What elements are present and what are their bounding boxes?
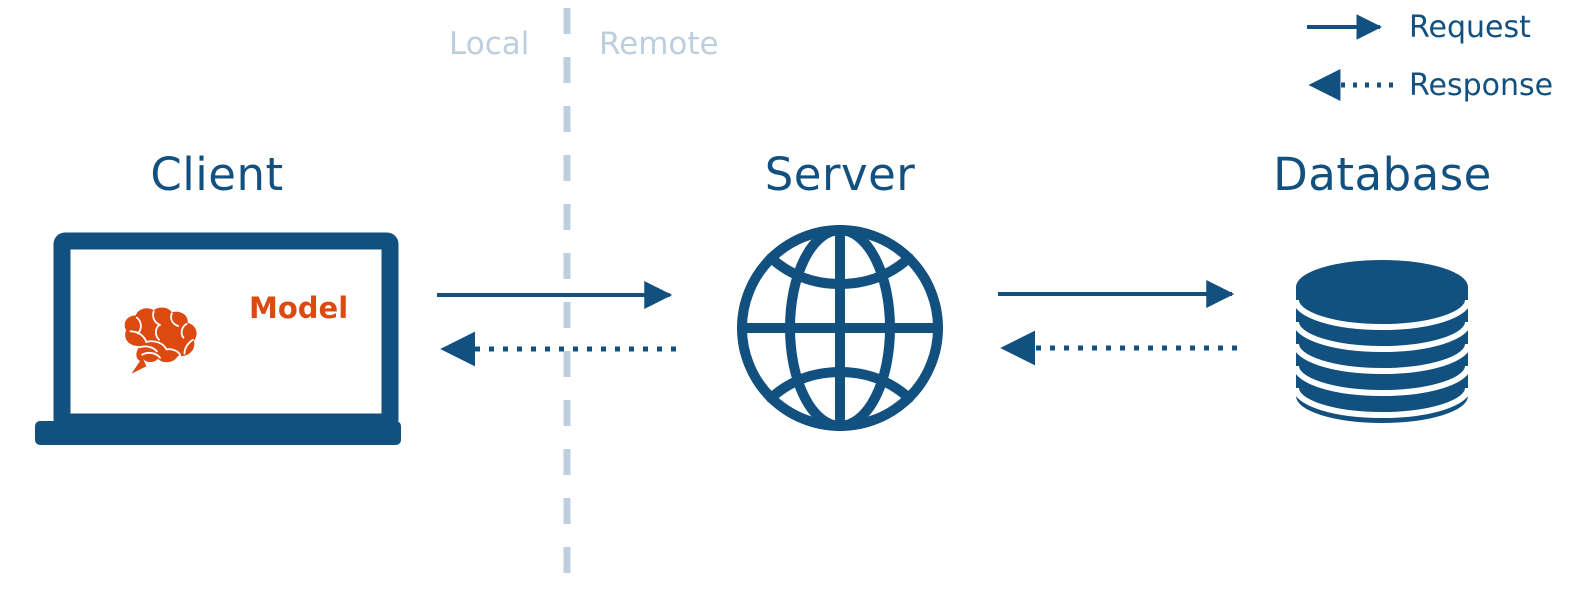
legend-label-request: Request [1409, 10, 1531, 45]
zone-label-remote: Remote [599, 26, 719, 62]
node-title-client: Client [150, 148, 284, 201]
node-title-database: Database [1273, 148, 1492, 201]
globe-icon [737, 225, 943, 431]
zone-label-local: Local [449, 26, 530, 62]
legend-label-response: Response [1409, 68, 1554, 103]
database-cylinder-icon [1296, 260, 1468, 423]
brain-icon [124, 307, 197, 374]
node-title-server: Server [764, 148, 916, 201]
model-label: Model [249, 291, 349, 325]
laptop-icon [35, 232, 401, 445]
